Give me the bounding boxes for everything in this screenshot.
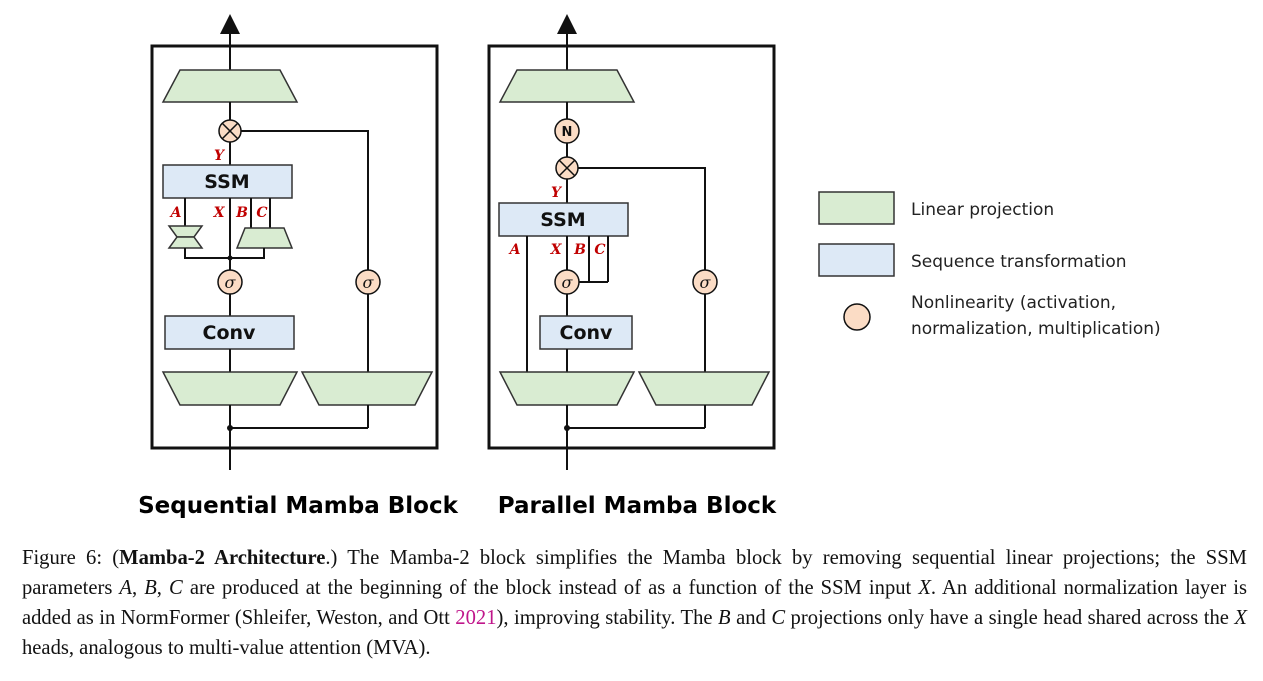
caption-bold-title: Mamba-2 Architecture bbox=[119, 547, 326, 569]
seq-output-projection bbox=[161, 69, 299, 103]
seq-ssm-label: SSM bbox=[204, 171, 249, 193]
par-gate-line bbox=[578, 167, 706, 270]
seq-gate-sigma bbox=[355, 269, 381, 295]
sequential-block-title: Sequential Mamba Block bbox=[138, 493, 458, 519]
par-sigma-label: σ bbox=[562, 273, 574, 292]
par-ssm-box bbox=[498, 202, 629, 237]
seq-a-projection-bottom bbox=[167, 236, 204, 249]
seq-var-b: B bbox=[235, 205, 248, 221]
par-input-projection-main bbox=[498, 371, 636, 406]
seq-a-projection-top bbox=[167, 225, 204, 238]
par-var-a: A bbox=[508, 242, 521, 258]
par-var-c: C bbox=[594, 242, 605, 258]
seq-input-projection-main bbox=[161, 371, 299, 406]
seq-gate-line bbox=[241, 130, 369, 270]
legend-nonlinearity-label-2: normalization, multiplication) bbox=[911, 319, 1161, 339]
par-gate-sigma bbox=[692, 269, 718, 295]
legend: Linear projection Sequence transformatio… bbox=[818, 191, 1161, 339]
legend-nonlinearity-label-1: Nonlinearity (activation, bbox=[911, 293, 1116, 313]
legend-linear-swatch bbox=[818, 191, 895, 225]
par-input-projection-gate bbox=[637, 371, 771, 406]
seq-input-projection-gate bbox=[300, 371, 434, 406]
sequential-block-frame bbox=[150, 44, 439, 450]
par-var-y: Y bbox=[551, 185, 563, 201]
seq-sigma-label: σ bbox=[225, 273, 237, 292]
seq-gate-sigma-label: σ bbox=[363, 273, 375, 292]
seq-var-a: A bbox=[169, 205, 182, 221]
par-gate-sigma-label: σ bbox=[700, 273, 712, 292]
parallel-block-frame bbox=[487, 44, 776, 450]
figure-caption: Figure 6: (Mamba-2 Architecture.) The Ma… bbox=[22, 547, 1248, 659]
seq-conv-box bbox=[164, 315, 295, 350]
par-var-b: B bbox=[573, 242, 586, 258]
par-conv-box bbox=[539, 315, 633, 350]
legend-sequence-label: Sequence transformation bbox=[911, 252, 1127, 272]
seq-bc-projection bbox=[235, 227, 294, 249]
citation-link[interactable]: 2021 bbox=[455, 607, 497, 629]
par-conv-label: Conv bbox=[560, 322, 614, 344]
par-output-projection bbox=[498, 69, 636, 103]
legend-nonlinearity-swatch bbox=[843, 303, 871, 331]
architecture-diagram: σ Y SSM A X B C σ Conv bbox=[138, 14, 1161, 519]
sequential-mamba-block: σ Y SSM A X B C σ Conv bbox=[138, 14, 459, 519]
par-var-x: X bbox=[550, 242, 563, 258]
par-norm-label: N bbox=[562, 125, 573, 140]
legend-sequence-swatch bbox=[818, 243, 895, 277]
seq-conv-label: Conv bbox=[203, 322, 257, 344]
par-ssm-label: SSM bbox=[540, 209, 585, 231]
seq-var-c: C bbox=[256, 205, 267, 221]
seq-var-x: X bbox=[213, 205, 226, 221]
parallel-mamba-block: N σ Y SSM A X B C σ Conv bbox=[487, 14, 777, 519]
seq-var-y: Y bbox=[214, 148, 226, 164]
legend-linear-label: Linear projection bbox=[911, 200, 1054, 220]
parallel-block-title: Parallel Mamba Block bbox=[498, 493, 777, 519]
seq-ssm-box bbox=[162, 164, 293, 199]
